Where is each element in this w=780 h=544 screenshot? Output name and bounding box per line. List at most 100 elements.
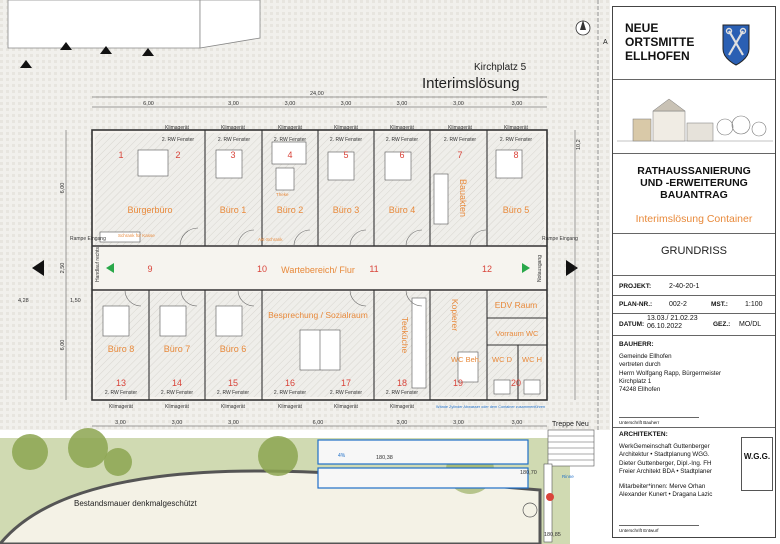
architect-line-2: Architektur • Stadtplanung WGG. xyxy=(619,451,710,459)
hydrant-icon xyxy=(546,493,554,501)
architect-line-4: Freier Architekt BDA • Stadtplaner xyxy=(619,467,712,475)
field-label-plan: PLAN-NR.: xyxy=(619,301,653,308)
bottom-dim-0: 3,00 xyxy=(115,420,126,426)
overall-width-dim: 24,00 xyxy=(310,91,324,97)
architect-line-3: Dieter Guttenberger, Dipl.-Ing. FH xyxy=(619,459,712,467)
wc-label-d: WC D xyxy=(492,355,513,364)
project-subtitle: Interimslösung Container xyxy=(635,213,753,225)
owner-line-3: Herrn Wolfgang Rapp, Bürgermeister xyxy=(619,369,722,377)
coat-of-arms-icon xyxy=(722,24,750,66)
top-dim-1: 3,00 xyxy=(228,101,239,107)
room-number-19: 19 xyxy=(453,378,463,388)
climate-label-upper-2: Klimagerät xyxy=(278,125,303,131)
parking-markers xyxy=(20,42,154,68)
headline-line-2: ORTSMITTE xyxy=(625,35,695,49)
note-level-b: 180,70 xyxy=(520,470,537,476)
upper-rooms-fill xyxy=(95,133,544,245)
wc-label-vorraum: Vorraum WC xyxy=(496,329,540,338)
corridor-fill xyxy=(95,248,544,288)
room-label-buero-2: Büro 2 xyxy=(277,205,304,215)
headline-line-1: NEUE xyxy=(625,21,659,35)
wc-label-beh: WC Beh. xyxy=(451,355,481,364)
entrance-arrow-right-icon xyxy=(566,260,578,276)
climate-label-upper-3: Klimagerät xyxy=(334,125,359,131)
staff-info: Mitarbeiter*innen: Merve Orhan Alexander… xyxy=(619,483,712,500)
room-label-buero-8: Büro 8 xyxy=(108,344,135,354)
project-line-1: RATHAUSSANIERUNG xyxy=(637,165,751,177)
project-line-3: BAUANTRAG xyxy=(660,189,728,201)
staff-line-1: Mitarbeiter*innen: Merve Orhan xyxy=(619,483,706,490)
floor-plan-drawing: A xyxy=(0,0,610,544)
note-handrail-right: Notausgang xyxy=(537,255,543,282)
field-value-plan: 002-2 xyxy=(669,301,687,308)
window-label-lower-5: 2. RW Fenster xyxy=(386,390,418,396)
note-ramp-left: Rampe Eingang xyxy=(70,236,106,242)
north-mark: A xyxy=(603,39,608,46)
room-label-teekueche: Teeküche xyxy=(400,317,410,354)
plan-heading: Interimslösung xyxy=(422,75,520,92)
room-number-18: 18 xyxy=(397,378,407,388)
room-number-12: 12 xyxy=(482,264,492,274)
exit-sign-left-icon xyxy=(106,263,114,273)
architect-line-1: WerkGemeinschaft Guttenberger xyxy=(619,443,710,450)
climate-label-lower-0: Klimagerät xyxy=(109,404,134,410)
neighbor-building-2 xyxy=(199,0,261,49)
title-block-headline: NEUE ORTSMITTE ELLHOFEN xyxy=(625,21,694,63)
staff-line-2: Alexander Kunert • Dragana Lazic xyxy=(619,491,713,499)
architect-stamp: W.G.G. xyxy=(741,437,773,491)
room-label-edv: EDV Raum xyxy=(495,300,538,310)
field-value-drawn: MO/DL xyxy=(739,321,762,328)
owner-line-1: Gemeinde Ellhofen xyxy=(619,353,672,360)
room-number-6: 6 xyxy=(399,150,404,160)
room-label-besprechung: Besprechung / Sozialraum xyxy=(268,310,368,320)
room-number-16: 16 xyxy=(285,378,295,388)
climate-label-upper-0: Klimagerät xyxy=(165,125,190,131)
bottom-dim-2: 3,00 xyxy=(228,420,239,426)
room-number-7: 7 xyxy=(457,150,462,160)
bottom-dim-1: 3,00 xyxy=(172,420,183,426)
north-arrow-icon xyxy=(575,20,591,36)
owner-signature-label: Unterschrift Bauherr xyxy=(619,420,660,425)
climate-label-lower-5: Klimagerät xyxy=(390,404,415,410)
owner-line-4: Kirchplatz 1 xyxy=(619,377,652,385)
note-partition: Wände Zylinder Abwasser oder dem Contain… xyxy=(436,405,545,409)
note-stairs: Treppe Neu xyxy=(552,421,589,428)
room-label-buero-4: Büro 4 xyxy=(389,205,416,215)
left-dim-1: 2,50 xyxy=(60,263,66,274)
plan-address: Kirchplatz 5 xyxy=(474,62,527,73)
owner-heading: BAUHERR: xyxy=(619,341,654,348)
headline-line-3: ELLHOFEN xyxy=(625,49,690,63)
note-counter: Schrank für Kasse xyxy=(118,233,155,238)
dimension-lines xyxy=(65,96,576,427)
stamp-text: W.G.G. xyxy=(743,452,771,461)
bottom-dim-5: 3,00 xyxy=(453,420,464,426)
bottom-dim-6: 3,00 xyxy=(512,420,523,426)
bottom-dim-4: 3,00 xyxy=(397,420,408,426)
window-label-lower-2: 2. RW Fenster xyxy=(217,390,249,396)
right-dim-0: 10,2 xyxy=(576,139,582,150)
owner-line-5: 74248 Ellhofen xyxy=(619,386,661,394)
upper-partitions xyxy=(204,130,488,246)
side-dim-1: 1,50 xyxy=(70,298,81,304)
window-label-upper-5: 2. RW Fenster xyxy=(444,137,476,143)
note-wall: Bestandsmauer denkmalgeschützt xyxy=(74,499,198,508)
climate-label-upper-4: Klimagerät xyxy=(390,125,415,131)
room-number-14: 14 xyxy=(172,378,182,388)
manhole-icon xyxy=(522,502,538,518)
top-dim-3: 3,00 xyxy=(341,101,352,107)
top-dim-0: 6,00 xyxy=(143,101,154,107)
lower-partitions xyxy=(148,290,547,400)
note-safe: Theke xyxy=(276,192,289,197)
architect-signature-label: Unterschrift Entwurf xyxy=(619,528,659,533)
room-number-9: 9 xyxy=(147,264,152,274)
room-number-3: 3 xyxy=(230,150,235,160)
room-label-buero-5: Büro 5 xyxy=(503,205,530,215)
top-dim-4: 3,00 xyxy=(397,101,408,107)
left-dimensions: 6,002,506,00 xyxy=(60,183,66,351)
climate-label-upper-5: Klimagerät xyxy=(448,125,473,131)
climate-label-lower-1: Klimagerät xyxy=(165,404,190,410)
